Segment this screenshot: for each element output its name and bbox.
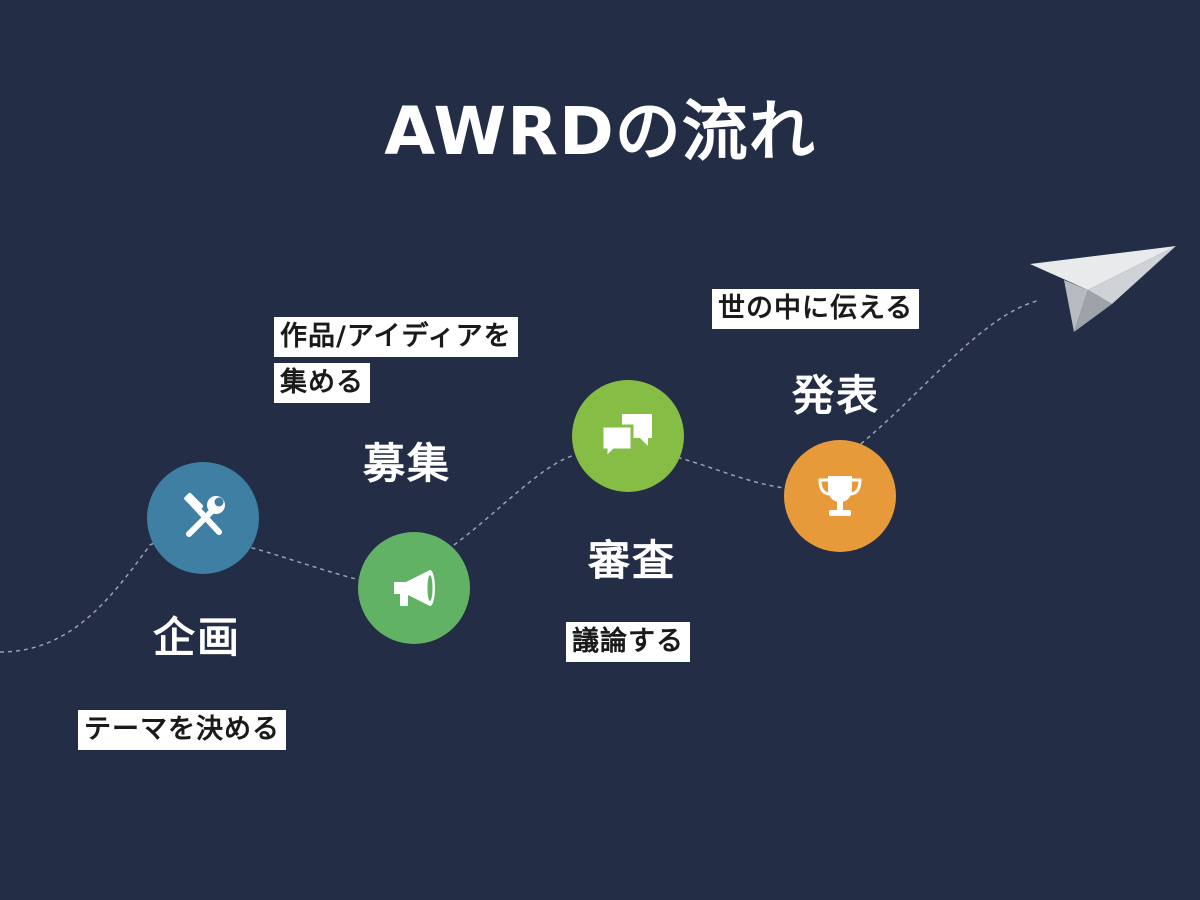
tools-icon <box>184 492 225 537</box>
megaphone-icon <box>394 570 435 606</box>
paper-plane-icon <box>1030 246 1176 332</box>
step-caption-recruitment: 作品/アイディアを 集める <box>274 317 518 403</box>
step-circle-planning <box>147 462 259 574</box>
step-circle-recruitment <box>358 532 470 644</box>
caption-line: 世の中に伝える <box>718 293 914 324</box>
step-caption-review: 議論する <box>566 622 690 662</box>
chat-bubbles-icon <box>600 414 652 462</box>
caption-line: 集める <box>274 363 370 403</box>
trophy-icon <box>818 476 862 516</box>
step-caption-announcement: 世の中に伝える <box>712 289 920 329</box>
step-circle-review <box>572 380 684 492</box>
step-label-recruitment: 募集 <box>363 439 452 488</box>
step-label-announcement: 発表 <box>792 371 881 420</box>
caption-line: テーマを決める <box>84 714 280 745</box>
step-label-review: 審査 <box>588 536 677 585</box>
caption-line: 作品/アイディアを <box>274 317 518 357</box>
step-label-planning: 企画 <box>153 613 242 662</box>
step-caption-planning: テーマを決める <box>78 710 286 750</box>
caption-line: 議論する <box>572 626 684 657</box>
step-circle-announcement <box>784 440 896 552</box>
page-title: AWRDの流れ <box>384 93 816 170</box>
